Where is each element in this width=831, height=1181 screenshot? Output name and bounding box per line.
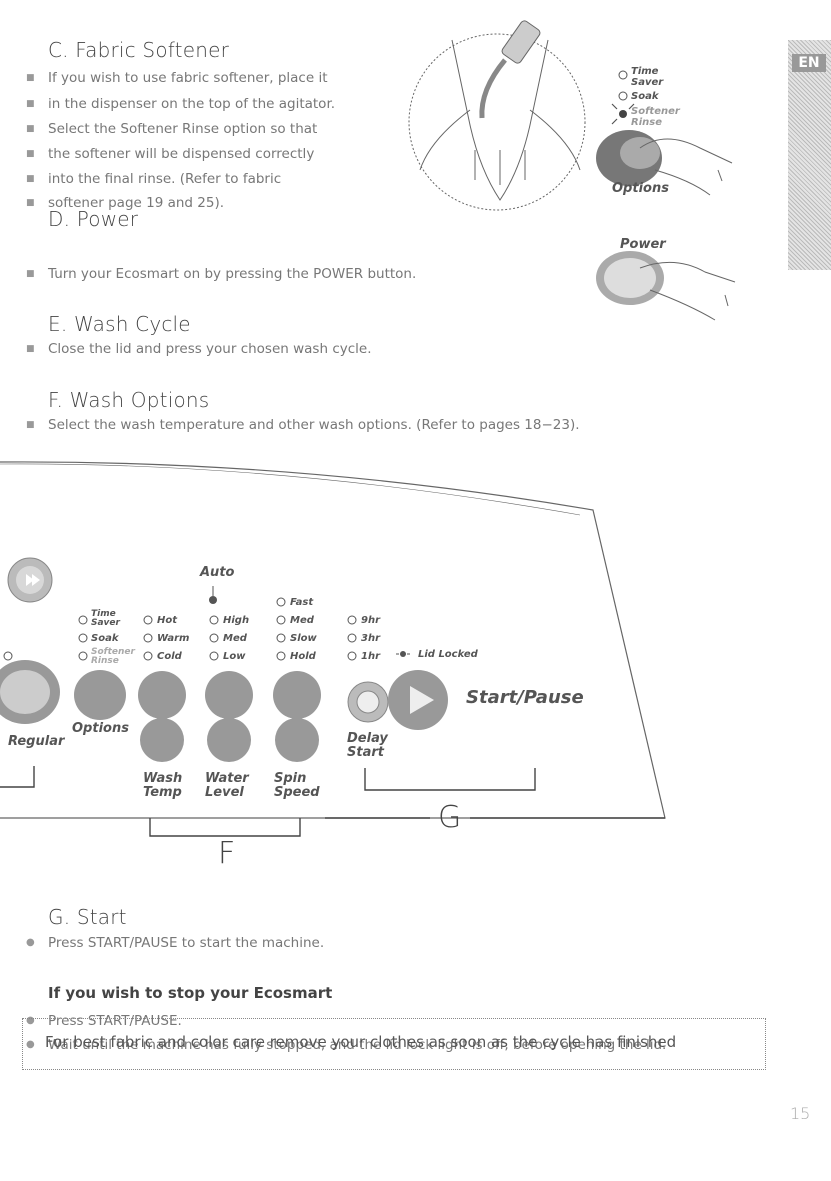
panel-level-high: High <box>223 615 250 626</box>
panel-indicator-lights <box>3 597 357 661</box>
panel-level-low: Low <box>223 651 246 662</box>
panel-delay-3hr: 3hr <box>361 633 381 644</box>
callout-g: G <box>438 800 462 835</box>
inset-options-label: Options <box>612 181 669 196</box>
panel-auto-label: Auto <box>200 565 235 580</box>
care-note-text: For best fabric and color care remove yo… <box>45 1033 677 1051</box>
panel-spin-slow: Slow <box>290 633 317 644</box>
panel-buttons <box>0 557 448 762</box>
group-brackets <box>0 766 665 837</box>
section-c-line-2: in the dispenser on the top of the agita… <box>26 93 335 115</box>
panel-temp-cold: Cold <box>157 651 182 662</box>
softener-dispenser-illustration <box>408 20 586 211</box>
panel-regular-label: Regular <box>8 734 65 749</box>
inset-soak-label: Soak <box>631 91 659 102</box>
section-c-line-6: softener page 19 and 25). <box>26 192 224 214</box>
panel-temp-warm: Warm <box>157 633 190 644</box>
section-c-line-1: If you wish to use fabric softener, plac… <box>26 67 327 89</box>
panel-spin-med: Med <box>290 615 314 626</box>
section-d-title: D. Power <box>48 207 139 231</box>
section-c-line-5: into the final rinse. (Refer to fabric <box>26 168 281 190</box>
stop-line-2: Wait until the machine has fully stopped… <box>26 1034 666 1056</box>
panel-delay-9hr: 9hr <box>361 615 381 626</box>
section-g-text: Press START/PAUSE to start the machine. <box>26 932 324 954</box>
panel-spin-hold: Hold <box>290 651 316 662</box>
power-button-illustration <box>596 251 736 321</box>
callout-f: F <box>218 836 236 871</box>
panel-level-med: Med <box>223 633 247 644</box>
control-panel-outline <box>0 461 666 819</box>
section-f-text: Select the wash temperature and other wa… <box>26 414 580 436</box>
section-c-title: C. Fabric Softener <box>48 38 230 62</box>
section-c-line-4: the softener will be dispensed correctly <box>26 143 314 165</box>
inset-power-label: Power <box>620 237 666 252</box>
panel-lid-locked-label: Lid Locked <box>418 649 478 660</box>
page-number: 15 <box>790 1104 811 1123</box>
section-e-text: Close the lid and press your chosen wash… <box>26 338 371 360</box>
options-button-illustration <box>596 70 733 196</box>
panel-start-pause-label: Start/Pause <box>466 687 584 708</box>
section-c-line-3: Select the Softener Rinse option so that <box>26 118 317 140</box>
section-e-title: E. Wash Cycle <box>48 312 191 336</box>
care-note-box: For best fabric and color care remove yo… <box>22 1018 766 1070</box>
panel-options-label: Options <box>72 721 129 736</box>
panel-temp-hot: Hot <box>157 615 178 626</box>
panel-spin-fast: Fast <box>290 597 314 608</box>
stop-line-1: Press START/PAUSE. <box>26 1010 182 1032</box>
section-g-title: G. Start <box>48 905 127 929</box>
language-code: EN <box>792 54 826 72</box>
panel-soak-label: Soak <box>91 633 119 644</box>
stop-title: If you wish to stop your Ecosmart <box>48 984 333 1002</box>
language-tab: EN <box>788 40 831 270</box>
section-f-title: F. Wash Options <box>48 388 210 412</box>
panel-delay-1hr: 1hr <box>361 651 381 662</box>
section-d-text: Turn your Ecosmart on by pressing the PO… <box>26 263 416 285</box>
